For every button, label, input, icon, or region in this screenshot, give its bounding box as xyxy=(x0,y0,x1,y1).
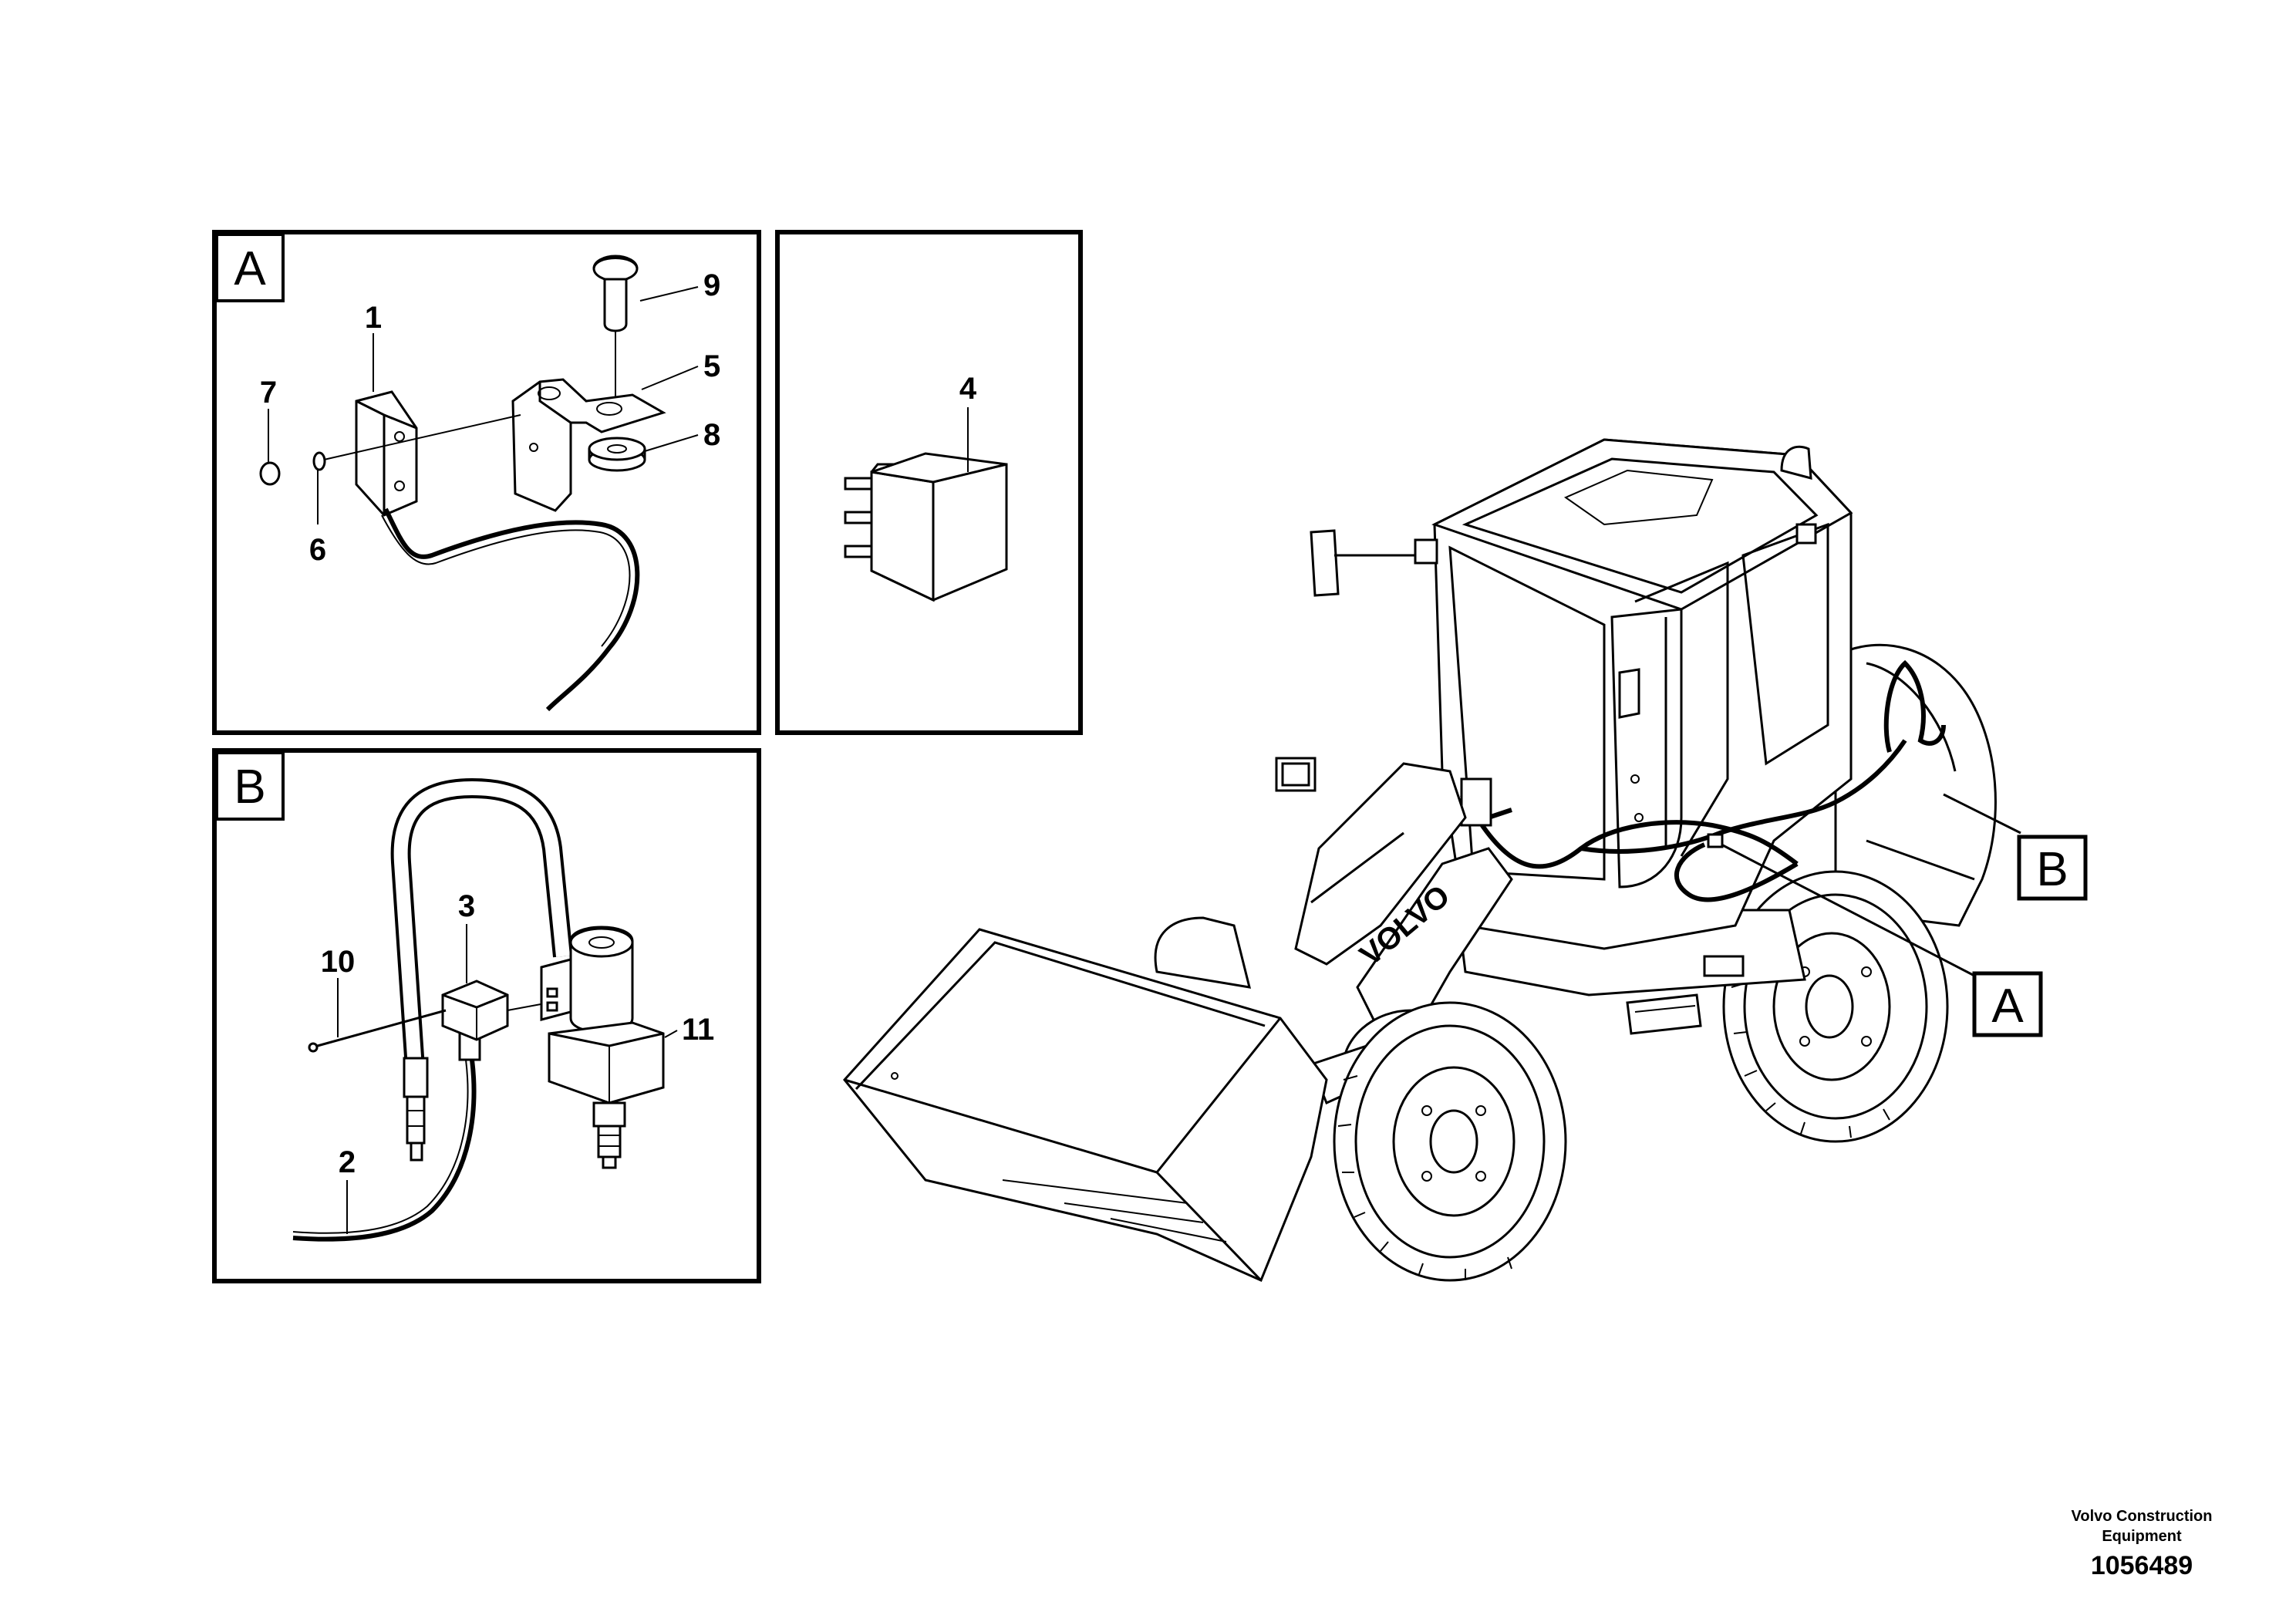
callout-1: 1 xyxy=(365,301,382,335)
relay-part-4 xyxy=(844,407,1008,602)
nut-part-7 xyxy=(259,461,281,486)
right-mirror xyxy=(1618,668,1640,719)
wiring-harness xyxy=(1460,659,1946,902)
cab xyxy=(1310,438,1853,950)
location-marker-a: A xyxy=(1972,971,2043,1037)
location-marker-b: B xyxy=(2017,835,2088,901)
callout-11: 11 xyxy=(682,1013,714,1047)
step xyxy=(1626,993,1702,1035)
sensor-part-1 xyxy=(355,390,640,712)
callout-2: 2 xyxy=(339,1145,356,1179)
callout-4: 4 xyxy=(959,372,977,406)
callout-3: 3 xyxy=(458,889,475,923)
washer-part-8 xyxy=(588,437,646,472)
marker-a-label: A xyxy=(1991,980,2024,1033)
callout-8: 8 xyxy=(703,418,720,452)
hydraulic-hose xyxy=(390,777,573,1162)
detail-panel-a: A xyxy=(212,230,761,735)
wheel-loader-illustration: VOLVO xyxy=(843,438,2021,1282)
panel-a-label: A xyxy=(234,242,266,295)
pin-part-10 xyxy=(314,1009,447,1048)
callout-5: 5 xyxy=(703,349,720,383)
callout-7: 7 xyxy=(260,376,277,410)
screw-part-9 xyxy=(592,255,639,397)
lock-washer-part-6 xyxy=(312,451,326,471)
detail-panel-b: B xyxy=(212,748,761,1283)
callout-10: 10 xyxy=(321,945,356,979)
connector-part-3 xyxy=(441,980,550,1041)
left-mirror xyxy=(1310,529,1340,597)
marker-b-label: B xyxy=(2036,843,2068,896)
bracket-part-5 xyxy=(511,378,666,512)
drawing-footer: Volvo Construction Equipment 1056489 xyxy=(2057,1506,2227,1581)
bucket xyxy=(843,928,1328,1282)
relay-panel: 4 xyxy=(775,230,1083,735)
solenoid-valve-part-11 xyxy=(540,926,665,1169)
callout-6: 6 xyxy=(309,533,326,567)
panel-b-label: B xyxy=(234,760,265,814)
front-wheel xyxy=(1333,1001,1567,1282)
harness-connector-block xyxy=(1460,777,1492,827)
callout-9: 9 xyxy=(703,268,720,302)
brand-line-2: Equipment xyxy=(2102,1528,2182,1545)
drawing-number: 1056489 xyxy=(2090,1551,2193,1580)
work-light xyxy=(1275,757,1317,792)
brand-line-1: Volvo Construction xyxy=(2071,1508,2213,1525)
